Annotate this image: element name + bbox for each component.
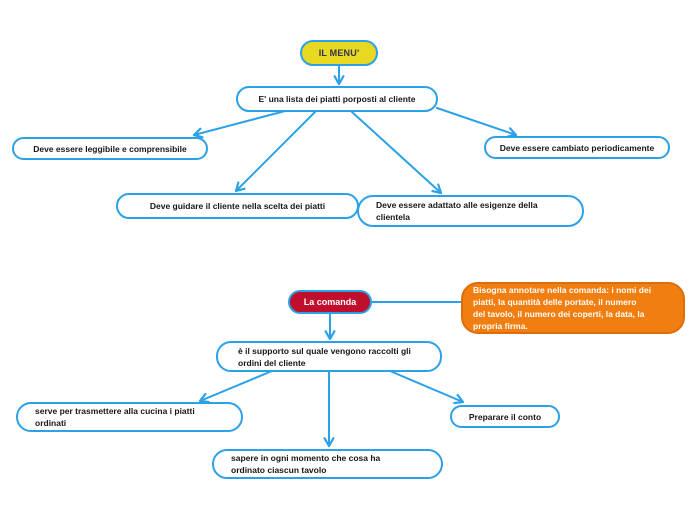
connector-definition-to-cambiato (436, 107, 518, 138)
node-il-menu[interactable]: IL MENU' (300, 40, 378, 66)
connector-supporto-to-serve (198, 370, 273, 404)
node-menu-definition[interactable]: E' una lista dei piatti porposti al clie… (236, 86, 438, 112)
node-comanda-definition[interactable]: è il supporto sul quale vengono raccolti… (216, 341, 442, 372)
node-menu-child-adattato[interactable]: Deve essere adattato alle esigenze della… (357, 195, 584, 227)
node-comanda-child-preparare[interactable]: Preparare il conto (450, 405, 560, 428)
connector-definition-to-guidare (234, 111, 316, 193)
node-comanda-child-sapere[interactable]: sapere in ogni momento che cosa ha ordin… (212, 449, 443, 479)
node-menu-child-guidare[interactable]: Deve guidare il cliente nella scelta dei… (116, 193, 359, 219)
node-menu-child-cambiato[interactable]: Deve essere cambiato periodicamente (484, 136, 670, 159)
node-la-comanda[interactable]: La comanda (288, 290, 372, 314)
node-comanda-child-serve[interactable]: serve per trasmettere alla cucina i piat… (16, 402, 243, 432)
connector-supporto-to-preparare (389, 370, 465, 405)
note-comanda-annotations[interactable]: Bisogna annotare nella comanda: i nomi d… (461, 282, 685, 334)
node-menu-child-leggibile[interactable]: Deve essere leggibile e comprensibile (12, 137, 208, 160)
connector-definition-to-adattato (351, 111, 443, 195)
connector-definition-to-leggibile (192, 110, 286, 139)
